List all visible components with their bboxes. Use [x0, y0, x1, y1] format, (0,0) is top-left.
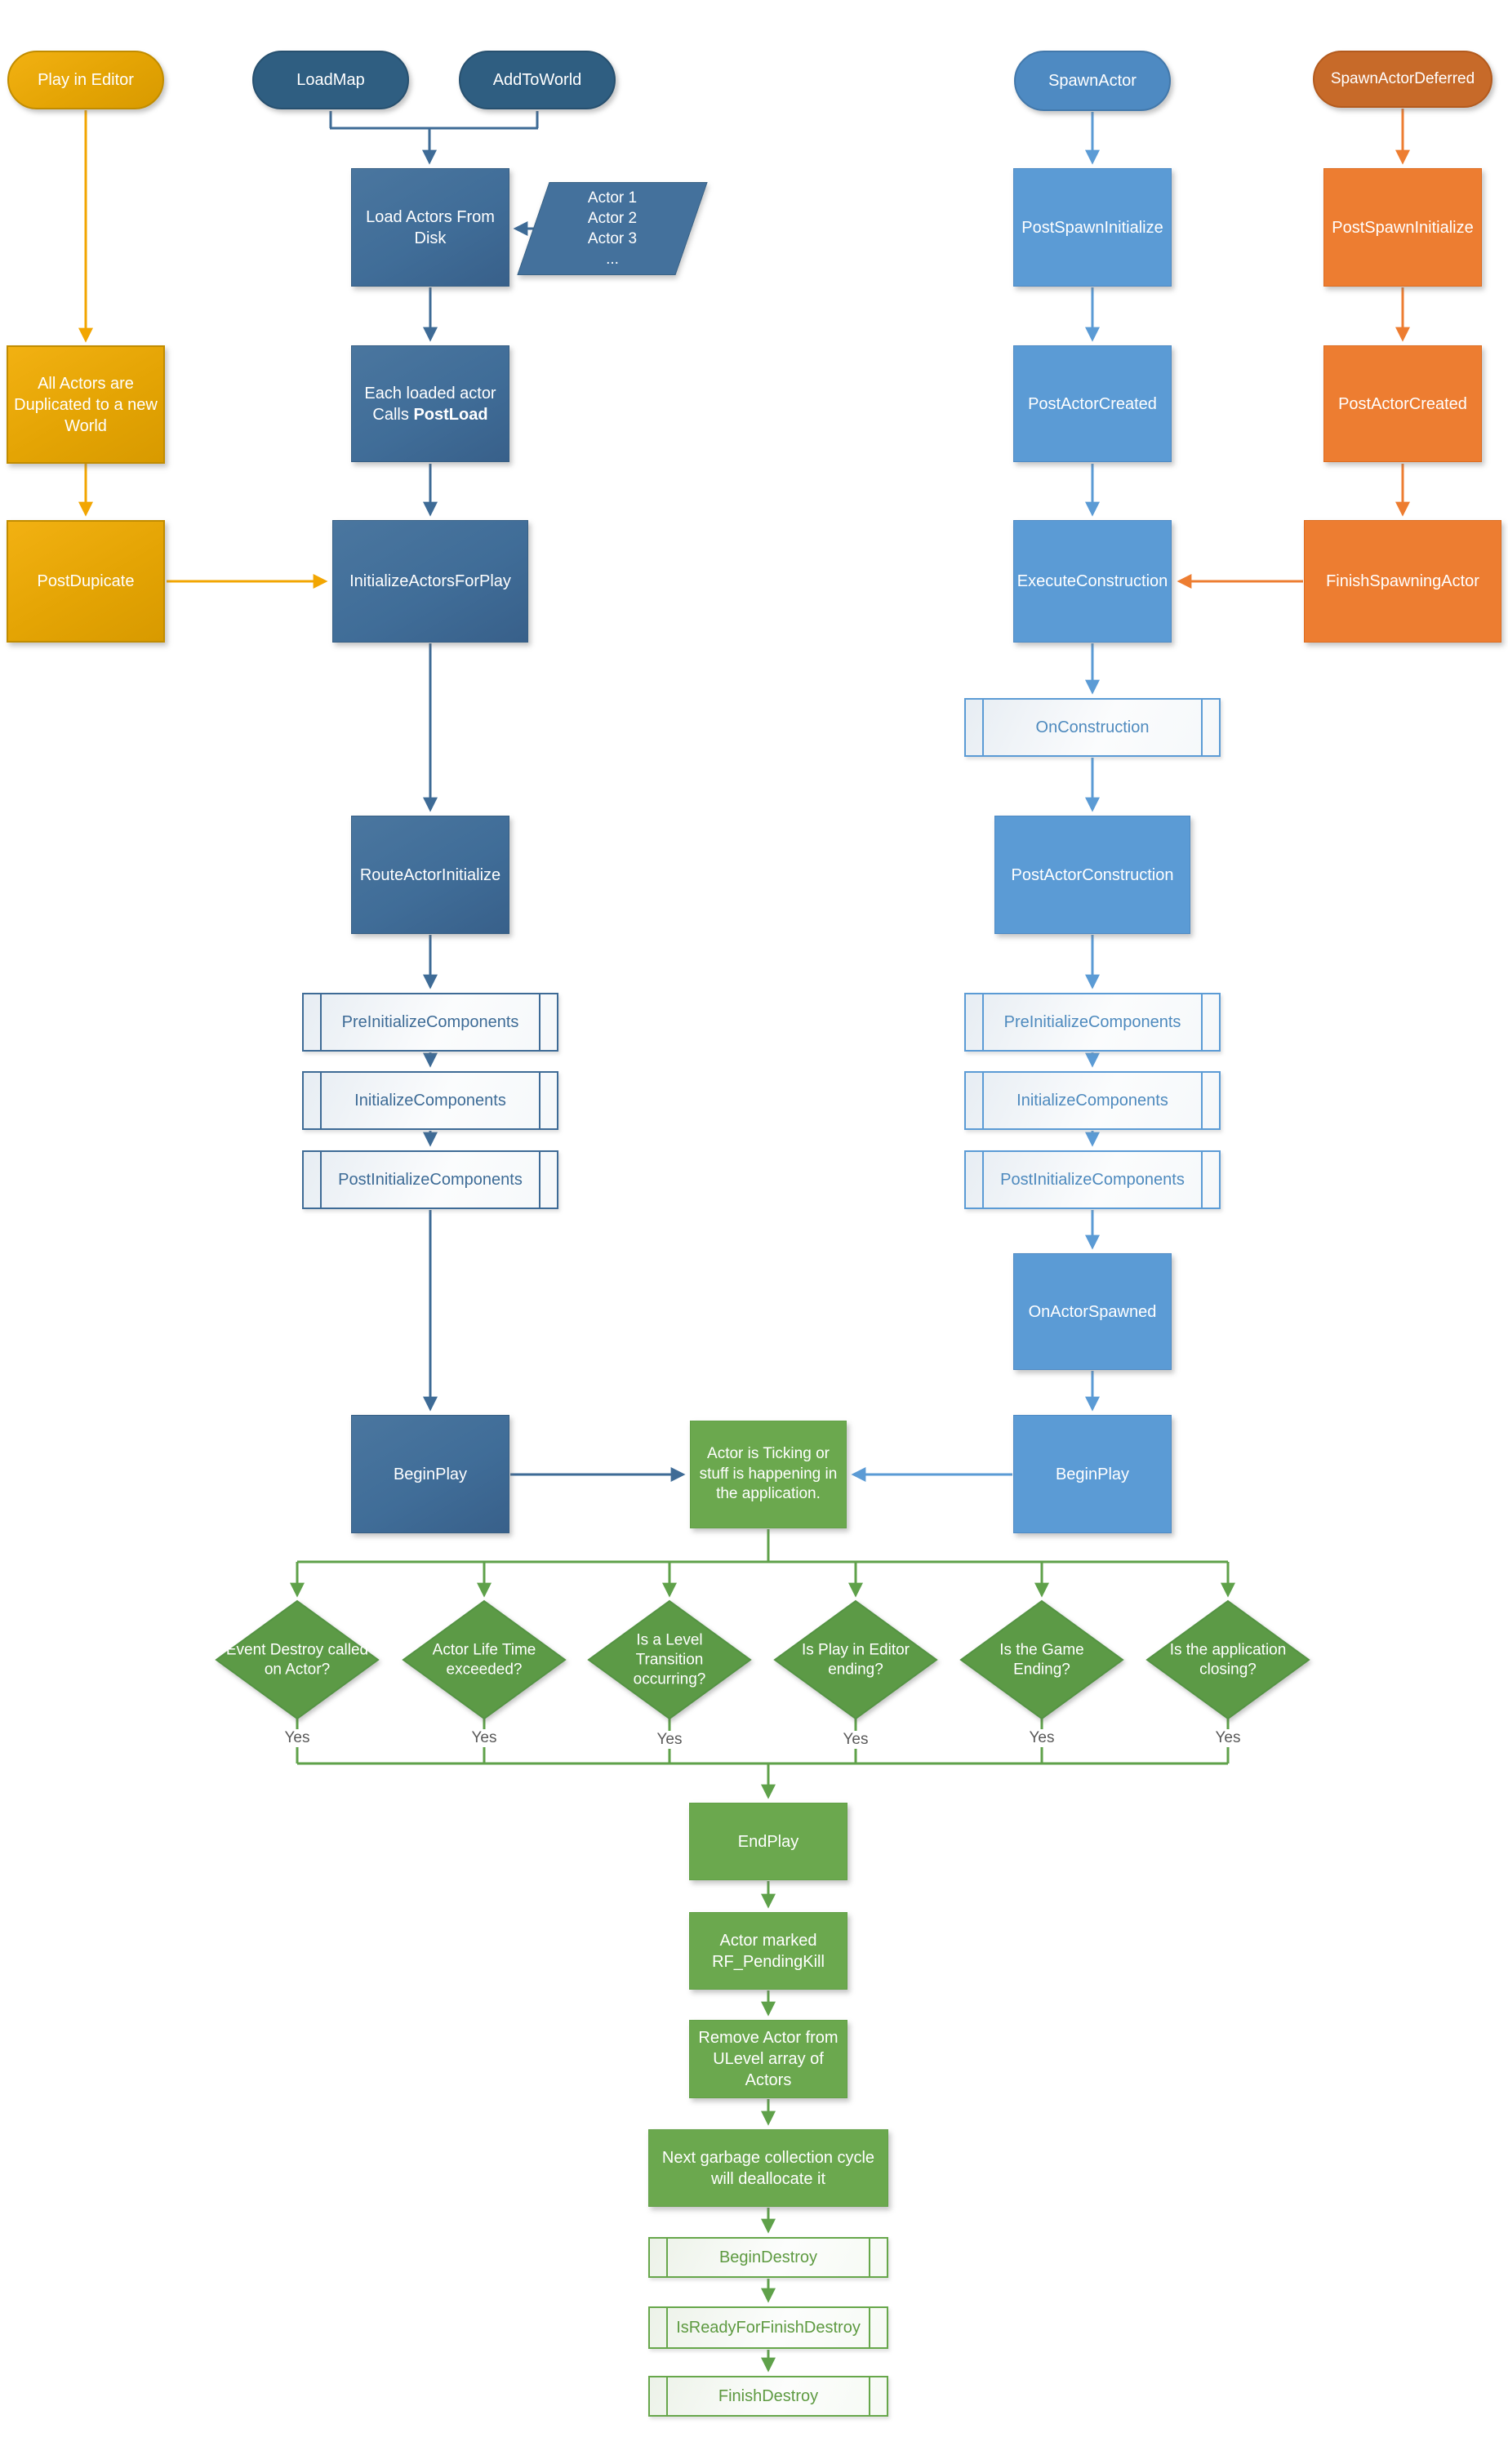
- node-initialize-actors-for-play: InitializeActorsForPlay: [332, 520, 528, 643]
- node-initialize-components-right: InitializeComponents: [964, 1071, 1221, 1130]
- yes-label-d6: Yes: [1210, 1729, 1246, 1747]
- diamond-game-ending: [959, 1599, 1124, 1720]
- node-actor-marked-pending-kill: Actor marked RF_PendingKill: [689, 1912, 847, 1990]
- diamond-level-transition: [587, 1599, 752, 1720]
- node-initialize-components-left: InitializeComponents: [302, 1071, 558, 1130]
- yes-label-d2: Yes: [466, 1729, 502, 1747]
- node-execute-construction: ExecuteConstruction: [1013, 520, 1172, 643]
- diamond-label-lifetime-exceeded: Actor Life Time exceeded?: [432, 1641, 536, 1678]
- node-finish-destroy: FinishDestroy: [648, 2376, 888, 2417]
- node-load-map: LoadMap: [252, 51, 409, 109]
- node-post-initialize-components-left: PostInitializeComponents: [302, 1150, 558, 1209]
- node-post-actor-created-orange: PostActorCreated: [1323, 345, 1482, 462]
- yes-label-d3: Yes: [652, 1731, 687, 1749]
- diamond-label-game-ending: Is the Game Ending?: [999, 1641, 1084, 1678]
- diamond-app-closing: [1145, 1599, 1310, 1720]
- diamond-label-app-closing: Is the application closing?: [1169, 1641, 1287, 1678]
- diamond-label-event-destroy: Event Destroy called on Actor?: [225, 1641, 369, 1678]
- node-is-ready-for-finish-destroy: IsReadyForFinishDestroy: [648, 2306, 888, 2349]
- node-pre-initialize-components-left: PreInitializeComponents: [302, 993, 558, 1052]
- node-remove-actor-ulevel: Remove Actor from ULevel array of Actors: [689, 2020, 847, 2098]
- actor-list-item: Actor 1: [587, 189, 638, 207]
- actor-list-item: ...: [606, 251, 619, 269]
- diamond-label-level-transition: Is a Level Transition occurring?: [633, 1631, 706, 1688]
- node-post-spawn-initialize-orange: PostSpawnInitialize: [1323, 168, 1482, 287]
- node-route-actor-initialize: RouteActorInitialize: [351, 816, 509, 934]
- node-post-actor-created-blue: PostActorCreated: [1013, 345, 1172, 462]
- diamond-pie-ending: [773, 1599, 938, 1720]
- diamond-event-destroy: [215, 1599, 380, 1720]
- yes-label-d5: Yes: [1024, 1729, 1060, 1747]
- yes-label-d4: Yes: [838, 1731, 874, 1749]
- edge-loadmap-addtoworld-join: [329, 111, 539, 130]
- node-begin-play-right: BeginPlay: [1013, 1415, 1172, 1533]
- edge-yes-merge-line: [296, 1719, 1230, 1765]
- node-end-play: EndPlay: [689, 1803, 847, 1880]
- node-post-actor-construction: PostActorConstruction: [994, 816, 1190, 934]
- node-all-actors-duplicated: All Actors are Duplicated to a new World: [7, 345, 165, 464]
- node-each-loaded-actor-postload: Each loaded actor Calls PostLoad: [351, 345, 509, 462]
- node-actor-list-parallelogram: Actor 1 Actor 2 Actor 3 ...: [517, 182, 708, 275]
- node-post-spawn-initialize-blue: PostSpawnInitialize: [1013, 168, 1172, 287]
- diamond-label-pie-ending: Is Play in Editor ending?: [802, 1641, 910, 1678]
- node-post-dupicate: PostDupicate: [7, 520, 165, 643]
- node-add-to-world: AddToWorld: [459, 51, 616, 109]
- node-actor-ticking: Actor is Ticking or stuff is happening i…: [690, 1421, 847, 1528]
- node-on-construction: OnConstruction: [964, 698, 1221, 757]
- node-on-actor-spawned: OnActorSpawned: [1013, 1253, 1172, 1370]
- edge-ticking-distribution-line: [297, 1529, 1228, 1563]
- node-post-initialize-components-right: PostInitializeComponents: [964, 1150, 1221, 1209]
- node-play-in-editor: Play in Editor: [7, 51, 164, 109]
- node-spawn-actor: SpawnActor: [1014, 51, 1171, 111]
- node-begin-play-left: BeginPlay: [351, 1415, 509, 1533]
- node-finish-spawning-actor: FinishSpawningActor: [1304, 520, 1501, 643]
- diamond-lifetime-exceeded: [402, 1599, 567, 1720]
- node-spawn-actor-deferred: SpawnActorDeferred: [1313, 51, 1492, 108]
- actor-list-item: Actor 3: [587, 230, 638, 247]
- node-next-garbage-collection: Next garbage collection cycle will deall…: [648, 2129, 888, 2207]
- actor-list-item: Actor 2: [587, 209, 638, 227]
- node-begin-destroy: BeginDestroy: [648, 2237, 888, 2278]
- yes-label-d1: Yes: [279, 1729, 315, 1747]
- node-pre-initialize-components-right: PreInitializeComponents: [964, 993, 1221, 1052]
- node-load-actors-from-disk: Load Actors From Disk: [351, 168, 509, 287]
